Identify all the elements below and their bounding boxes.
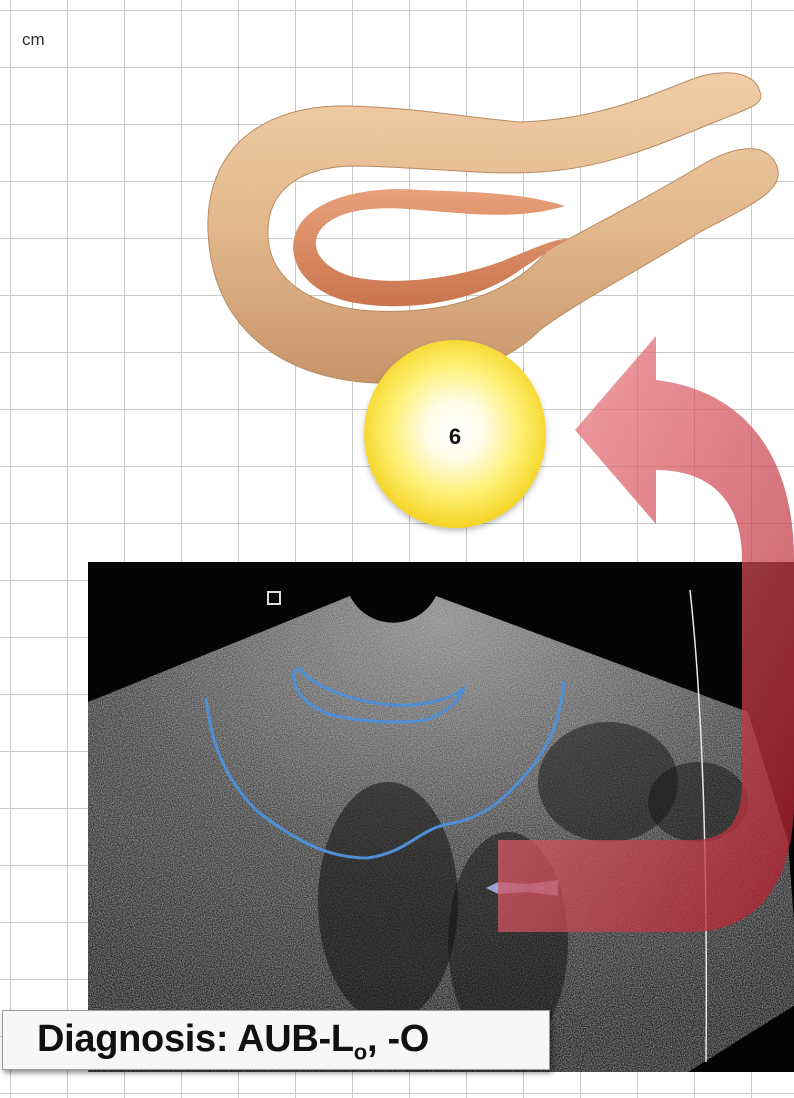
- diagnosis-label: Diagnosis: AUB-Lo, -O: [2, 1010, 550, 1070]
- diagnosis-suffix: , -O: [367, 1018, 429, 1060]
- diagnosis-text: Diagnosis: AUB-Lo, -O: [37, 1018, 429, 1066]
- diagnosis-subscript: o: [354, 1040, 367, 1065]
- diagnosis-prefix: Diagnosis: AUB-L: [37, 1018, 354, 1060]
